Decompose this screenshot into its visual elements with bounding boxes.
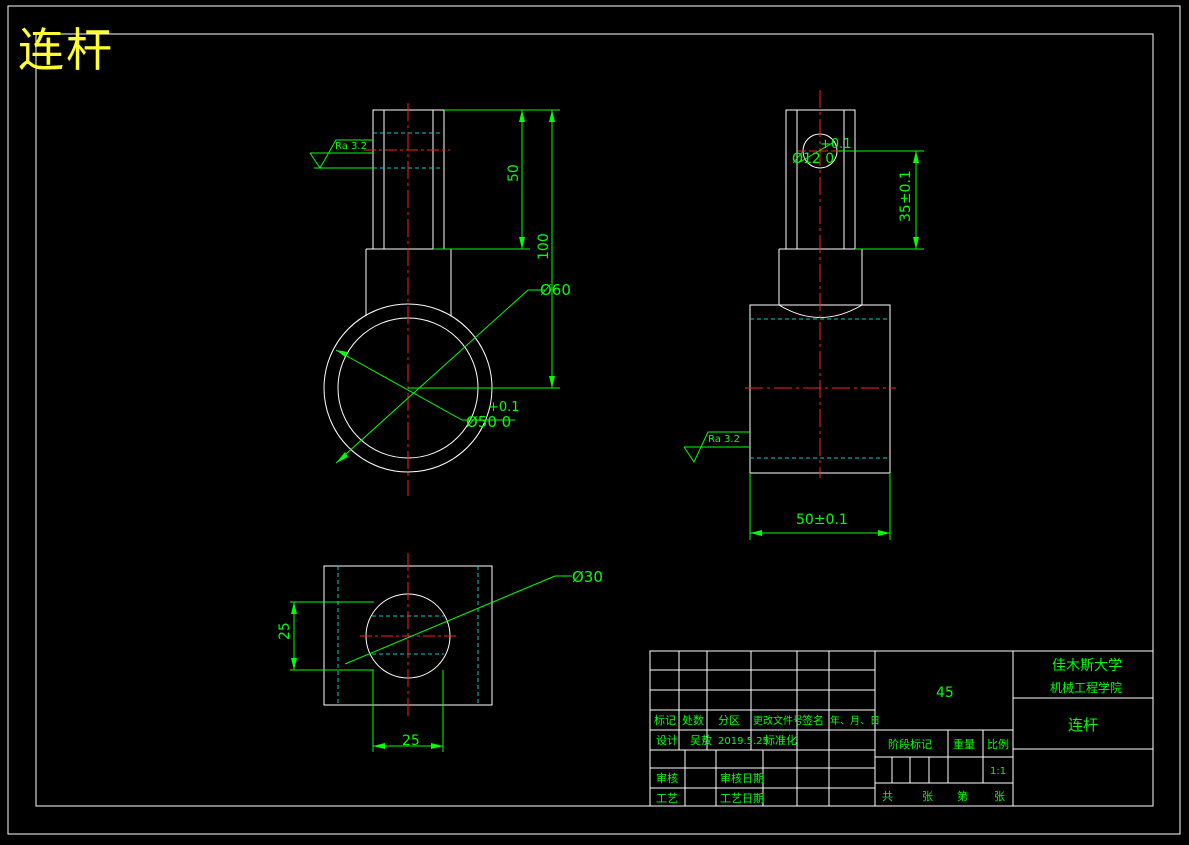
side-roughness-label: Ra 3.2: [708, 434, 740, 445]
front-dia-50-label: Ø50 0: [466, 413, 511, 431]
tb-review-label: 审核: [656, 771, 678, 785]
top-dim-25-horizontal-label: 25: [402, 733, 420, 749]
top-dia-30-label: Ø30: [572, 568, 603, 586]
tb-sheets-label: 张: [922, 790, 933, 803]
front-dia-50-tol: +0.1: [488, 400, 520, 415]
front-dim-100-label: 100: [536, 233, 552, 260]
tb-weight-label: 重量: [953, 737, 975, 751]
side-view: [683, 90, 924, 540]
tb-sheet-label2: 张: [994, 790, 1005, 803]
outer-border: [7, 5, 1181, 835]
tb-header-1: 处数: [682, 714, 704, 727]
tb-designer: 吴敖: [690, 734, 712, 747]
tb-scale-label: 比例: [987, 737, 1009, 751]
tb-standardize-label: 标准化: [764, 733, 797, 747]
tb-review-date-label: 审核日期: [720, 771, 764, 785]
front-dim-50-label: 50: [506, 164, 522, 182]
side-dim-35-label: 35±0.1: [898, 170, 914, 222]
front-dia-60-label: Ø60: [540, 281, 571, 299]
tb-part-name: 连杆: [1068, 716, 1098, 734]
title-block: [649, 650, 1154, 807]
side-dim-50-label: 50±0.1: [796, 512, 848, 528]
tb-process-label: 工艺: [656, 792, 678, 805]
side-dia-12-label: Ø12 0: [792, 151, 834, 167]
side-upper-block: [785, 109, 856, 249]
front-view: [309, 103, 560, 496]
top-view: [290, 553, 572, 752]
inner-border: [35, 33, 1154, 807]
tb-sheet-no-label: 第: [957, 789, 968, 803]
tb-stage-mark-label: 阶段标记: [888, 737, 932, 751]
front-roughness-symbol: [309, 139, 373, 169]
side-dia-12-tol: +0.1: [820, 137, 852, 152]
tb-header-0: 标记: [654, 713, 676, 727]
tb-header-5: 年、月、日: [830, 714, 880, 727]
tb-material: 45: [936, 685, 954, 701]
top-dim-25-vertical-label: 25: [277, 622, 293, 640]
front-roughness-label: Ra 3.2: [335, 141, 367, 152]
tb-scale-value: 1:1: [990, 766, 1006, 777]
tb-header-4: 签名: [802, 713, 824, 727]
tb-header-2: 分区: [718, 714, 740, 727]
tb-university: 佳木斯大学: [1052, 658, 1122, 674]
tb-design-label: 设计: [656, 734, 678, 747]
tb-process-date-label: 工艺日期: [720, 792, 764, 805]
tb-college: 机械工程学院: [1050, 680, 1122, 695]
tb-header-3: 更改文件号: [753, 714, 803, 727]
drawing-title: 连杆: [18, 23, 114, 77]
tb-total-label: 共: [882, 790, 893, 803]
tb-date: 2019.5.25: [718, 736, 769, 747]
